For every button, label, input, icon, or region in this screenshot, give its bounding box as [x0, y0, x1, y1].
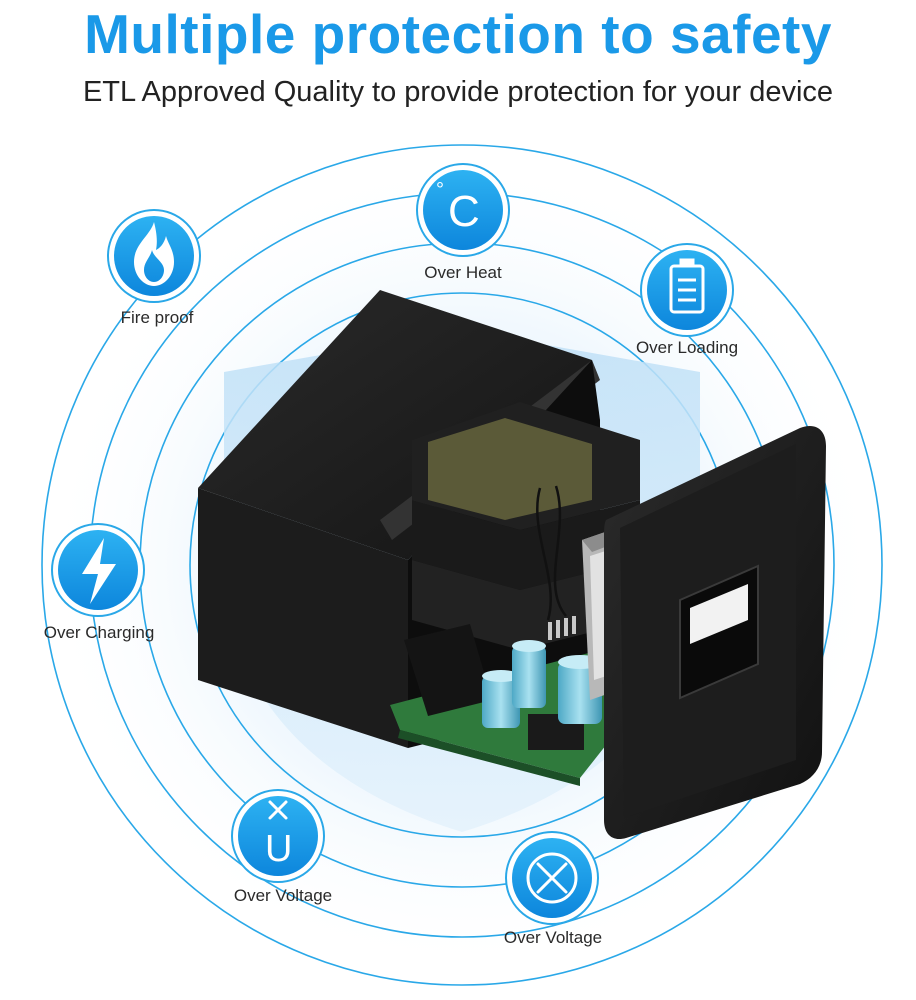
page-subtitle: ETL Approved Quality to provide protecti…: [82, 76, 834, 108]
celsius-icon: C: [448, 187, 480, 236]
over-voltage-left-badge: [231, 789, 325, 883]
fire-proof-badge: [107, 209, 201, 303]
fire-proof-label: Fire proof: [120, 308, 194, 327]
charger-front-plate: [604, 426, 826, 840]
voltage-u-symbol: U: [265, 828, 293, 870]
cross-circle-icon: [526, 852, 578, 904]
celsius-degree-symbol: °: [436, 179, 444, 201]
over-voltage-left-label: Over Voltage: [233, 886, 333, 905]
over-voltage-right-badge: [505, 831, 599, 925]
over-loading-label: Over Loading: [635, 338, 739, 357]
voltage-icon: [268, 800, 288, 820]
page-title: Multiple protection to safety: [84, 3, 832, 65]
over-voltage-right-label: Over Voltage: [503, 928, 603, 947]
lightning-icon: [82, 538, 116, 604]
battery-icon: [669, 258, 705, 314]
over-loading-badge: [640, 243, 734, 337]
over-heat-label: Over Heat: [424, 263, 502, 282]
flame-icon: [134, 222, 174, 286]
over-charging-badge: [51, 523, 145, 617]
over-charging-label: Over Charging: [43, 623, 155, 642]
over-heat-badge: [416, 163, 510, 257]
